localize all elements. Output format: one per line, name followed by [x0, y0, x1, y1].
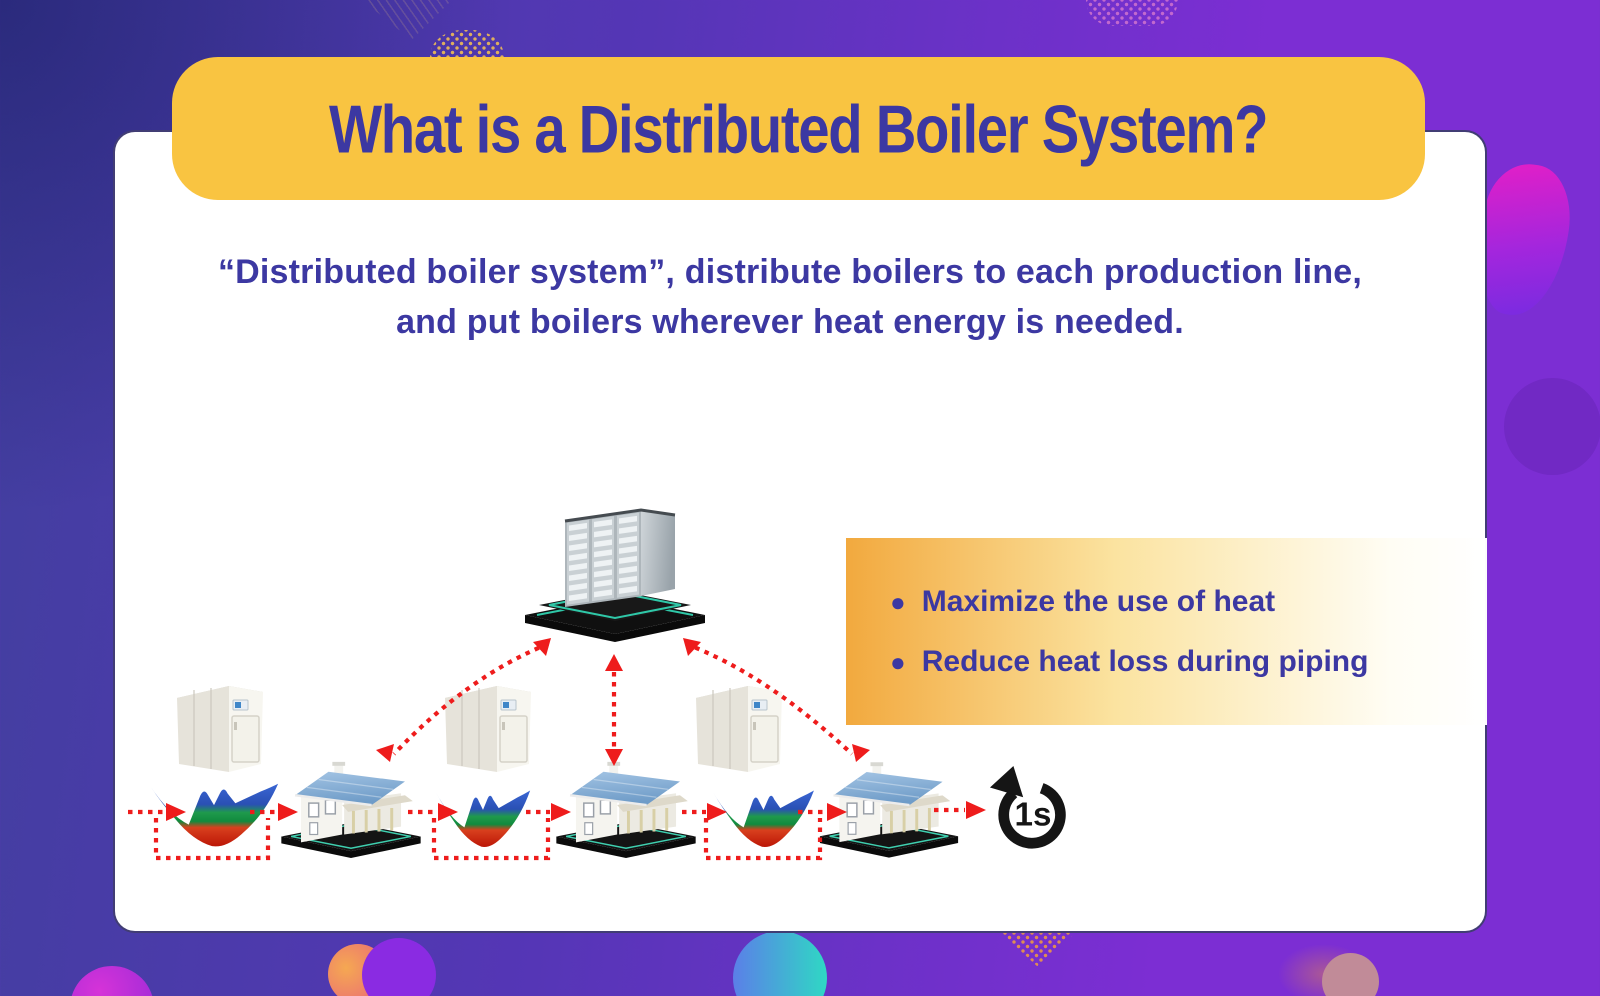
page-title: What is a Distributed Boiler System?: [329, 90, 1269, 167]
benefits-box: ● Maximize the use of heat ● Reduce heat…: [846, 538, 1487, 725]
benefit-label: Reduce heat loss during piping: [921, 644, 1369, 678]
benefit-item: ● Reduce heat loss during piping: [890, 645, 1487, 679]
boiler-unit-icon: [696, 686, 782, 772]
halftone-strip: [1086, 0, 1178, 26]
title-banner: What is a Distributed Boiler System?: [172, 57, 1425, 200]
purple-blob: [362, 938, 436, 996]
benefit-label: Maximize the use of heat: [921, 584, 1276, 618]
intro-paragraph: “Distributed boiler system”, distribute …: [217, 253, 1363, 341]
bullet-icon: ●: [890, 646, 906, 677]
purple-circle: [1504, 378, 1600, 475]
benefit-item: ● Maximize the use of heat: [890, 585, 1487, 619]
cycle-1s-icon: 1s: [989, 766, 1066, 849]
teal-circle: [733, 931, 827, 996]
house-icon: [819, 762, 959, 858]
boiler-unit-icon: [445, 686, 531, 772]
mauve-circle: [1322, 953, 1379, 996]
bullet-icon: ●: [890, 586, 906, 617]
heat-distribution-funnel-icon: [149, 783, 279, 847]
halftone-dome: [430, 30, 504, 60]
heat-distribution-funnel-icon: [713, 790, 814, 847]
magenta-circle: [70, 966, 154, 996]
house-icon: [556, 761, 696, 859]
central-plant-building-icon: [525, 508, 705, 642]
halftone-diamond: [1001, 933, 1075, 967]
boiler-unit-icon: [177, 686, 263, 772]
house-icon: [281, 761, 421, 859]
heat-distribution-funnel-icon: [435, 790, 531, 847]
cycle-badge-text: 1s: [1014, 797, 1051, 834]
